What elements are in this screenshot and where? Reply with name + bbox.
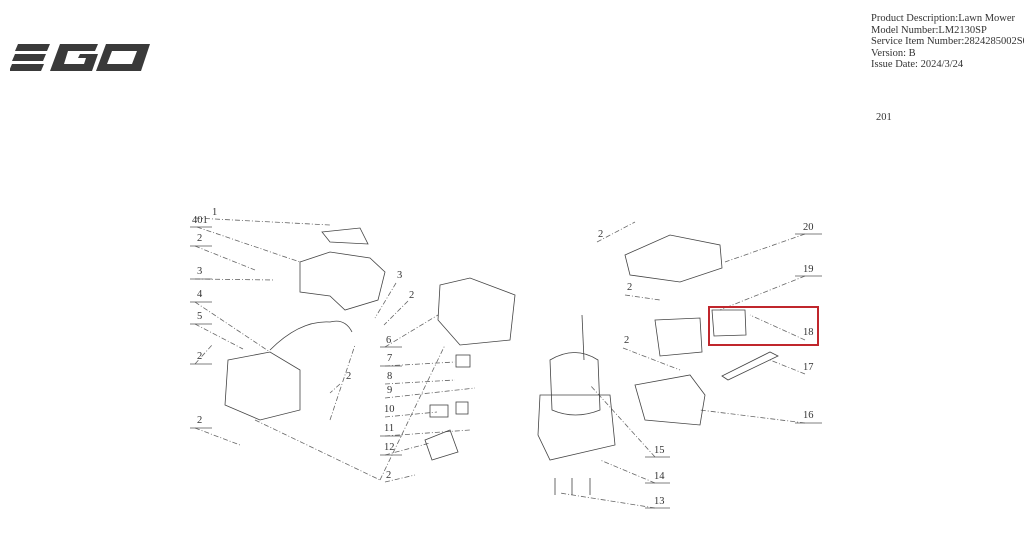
leader-lines (194, 217, 806, 509)
part-20 (624, 234, 723, 283)
callout-20: 20 (803, 222, 814, 233)
part-18-highlight (708, 306, 819, 346)
callout-11: 11 (384, 423, 395, 434)
callout-2: 2 (598, 229, 604, 240)
callout-18: 18 (803, 327, 814, 338)
part-top-cover (321, 227, 369, 245)
callout-12: 12 (384, 442, 395, 453)
model-number: Model Number:LM2130SP (871, 24, 987, 36)
callout-9: 9 (387, 385, 393, 396)
part-15-motor (549, 352, 601, 416)
part-16 (634, 374, 706, 426)
version: Version: B (871, 47, 916, 59)
callout-2: 2 (386, 470, 392, 481)
part-7 (455, 354, 471, 368)
callout-2: 2 (409, 290, 415, 301)
callout-6: 6 (386, 335, 392, 346)
callout-14: 14 (654, 471, 665, 482)
part-wire-harness (269, 320, 353, 351)
part-19 (654, 317, 703, 357)
part-cable (581, 314, 585, 361)
callout-2: 2 (624, 335, 630, 346)
part-shapes (224, 227, 779, 495)
product-description: Product Description:Lawn Mower (871, 13, 1016, 24)
service-item-number: Service Item Number:2824285002S01 (871, 36, 1024, 48)
part-10b (455, 401, 469, 415)
callout-3: 3 (397, 270, 403, 281)
callout-2: 2 (197, 233, 203, 244)
ego-logo (10, 44, 150, 71)
part-18 (711, 309, 747, 337)
callout-13: 13 (654, 496, 665, 507)
callout-1: 1 (212, 207, 218, 218)
part-10a (429, 404, 449, 418)
part-17 (721, 351, 779, 381)
callout-2: 2 (346, 371, 352, 382)
part-14-base (537, 394, 616, 461)
callout-401: 401 (192, 215, 208, 226)
callout-19: 19 (803, 264, 814, 275)
callout-2: 2 (627, 282, 633, 293)
callout-2: 2 (197, 351, 203, 362)
assembly-reference: 201 (876, 112, 892, 123)
callout-16: 16 (803, 410, 814, 421)
callout-3: 3 (197, 266, 203, 277)
part-front-cover (224, 351, 301, 421)
part-upper-housing (299, 251, 386, 311)
callout-2: 2 (197, 415, 203, 426)
callout-5: 5 (197, 311, 203, 322)
callout-17: 17 (803, 362, 814, 373)
label-underlines (190, 226, 822, 509)
callout-15: 15 (654, 445, 665, 456)
callout-10: 10 (384, 404, 395, 415)
part-12 (424, 429, 459, 461)
product-info: Product Description:Lawn Mower Model Num… (871, 13, 1024, 71)
callout-8: 8 (387, 371, 393, 382)
part-battery-housing (437, 277, 516, 346)
issue-date: Issue Date: 2024/3/24 (871, 59, 964, 71)
callout-4: 4 (197, 289, 203, 300)
callout-7: 7 (387, 353, 393, 364)
